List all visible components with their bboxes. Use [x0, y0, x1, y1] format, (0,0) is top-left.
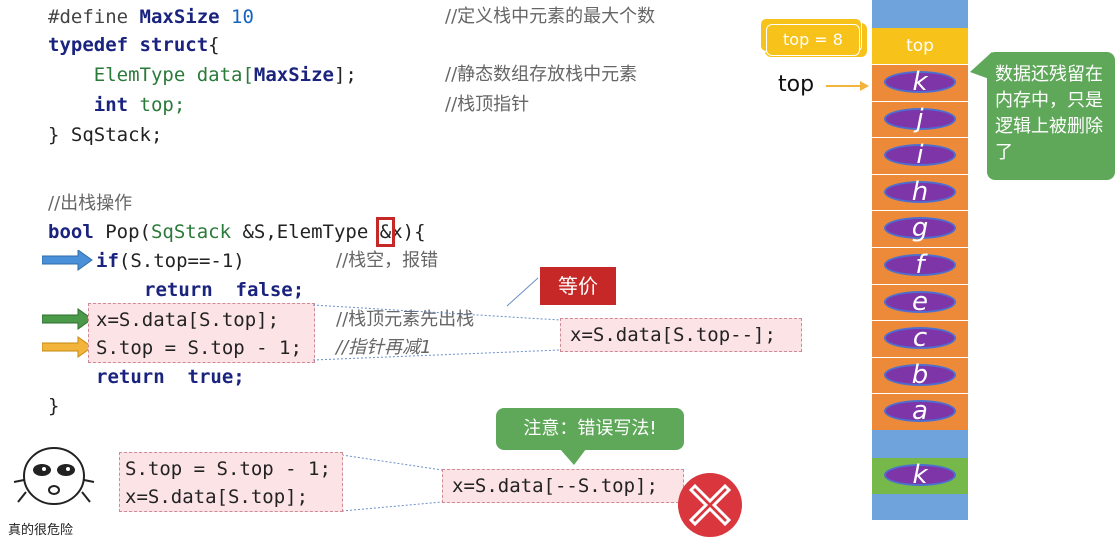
stack-element: c [884, 325, 956, 351]
wrong-code-line2: x=S.data[S.top]; [125, 486, 309, 508]
stack-element: g [884, 215, 956, 241]
code-stmt-dec: S.top = S.top - 1; [96, 337, 302, 359]
top-pointer-label: top [778, 72, 815, 97]
stack-element: a [884, 398, 956, 424]
stack-gap [872, 430, 968, 458]
code-return-false: return false; [144, 279, 305, 301]
stack-top-cell: top [872, 28, 968, 64]
stack-top-empty [872, 0, 968, 28]
stack-cell-c: c [872, 320, 968, 358]
ampersand-highlight: & [375, 217, 396, 247]
code-pop-signature: bool Pop(SqStack &S,ElemType &x){ [48, 217, 426, 247]
code-return-true: return true; [96, 366, 245, 388]
wrong-equiv-box [442, 469, 684, 503]
stack-bottom-element: k [884, 462, 956, 488]
arrow-blue-icon [42, 250, 93, 271]
code-data-line: ElemType data[MaxSize]; [48, 64, 357, 86]
stack-cell-j: j [872, 100, 968, 139]
code-typedef-line: typedef struct{ [48, 34, 220, 56]
wrong-x-icon [678, 473, 742, 537]
code-if-line: if(S.top==-1) [96, 250, 245, 272]
stack-element: e [884, 289, 956, 315]
wrong-code-box [119, 452, 343, 512]
stack-element: j [884, 106, 956, 132]
stack-base [872, 494, 968, 520]
code-comment-if: //栈空，报错 [336, 250, 439, 271]
warning-bubble-tail [560, 449, 586, 465]
side-note: 数据还残留在内存中，只是逻辑上被删除了 [987, 52, 1115, 180]
stack-element: b [884, 362, 956, 388]
equivalent-code: x=S.data[S.top--]; [570, 324, 776, 346]
code-stmt-data: x=S.data[S.top]; [96, 309, 280, 331]
scared-face-icon [13, 447, 95, 505]
code-comment-data: //静态数组存放栈中元素 [445, 64, 638, 85]
code-comment-stmt1: //栈顶元素先出栈 [336, 309, 475, 330]
equivalent-tag: 等价 [540, 267, 616, 305]
stack-element: i [884, 142, 956, 168]
stack-element: f [884, 252, 956, 278]
stack-cell-k: k [872, 64, 968, 102]
stack-cell-i: i [872, 137, 968, 175]
pop-statements-box [88, 303, 315, 363]
stack-cell-a: a [872, 393, 968, 431]
side-note-tail [970, 52, 992, 80]
code-comment-top: //栈顶指针 [445, 94, 530, 115]
stack-element: h [884, 179, 956, 205]
code-sqstack-line: } SqStack; [48, 124, 163, 146]
wrong-equiv-code: x=S.data[--S.top]; [452, 475, 658, 497]
code-comment-stmt2: //指针再减1 [336, 337, 432, 358]
code-define-line: #define MaxSize 10 [48, 6, 254, 28]
code-top-line: int top; [48, 94, 186, 116]
line-arrows [42, 250, 93, 358]
equivalent-code-box [560, 318, 802, 352]
top-pointer-arrow-icon [826, 81, 869, 91]
top-value-tag: top = 8 [766, 24, 860, 56]
stack-cell-e: e [872, 283, 968, 322]
wrong-code-line1: S.top = S.top - 1; [125, 458, 331, 480]
code-comment-maxsize: //定义栈中元素的最大个数 [445, 6, 656, 27]
cartoon-caption: 真的很危险 [8, 523, 74, 538]
stack-cell-h: h [872, 173, 968, 212]
stack-cell-f: f [872, 247, 968, 285]
code-close-brace: } [48, 395, 60, 417]
code-comment-pop: //出栈操作 [48, 193, 133, 214]
arrow-green-icon [42, 308, 93, 330]
warning-bubble: 注意：错误写法! [496, 408, 684, 450]
stack-cell-b: b [872, 356, 968, 395]
stack-element: k [884, 69, 956, 95]
stack-cell-g: g [872, 210, 968, 248]
arrow-yellow-icon [42, 336, 93, 358]
stack-bottom-cell: k [872, 458, 968, 494]
